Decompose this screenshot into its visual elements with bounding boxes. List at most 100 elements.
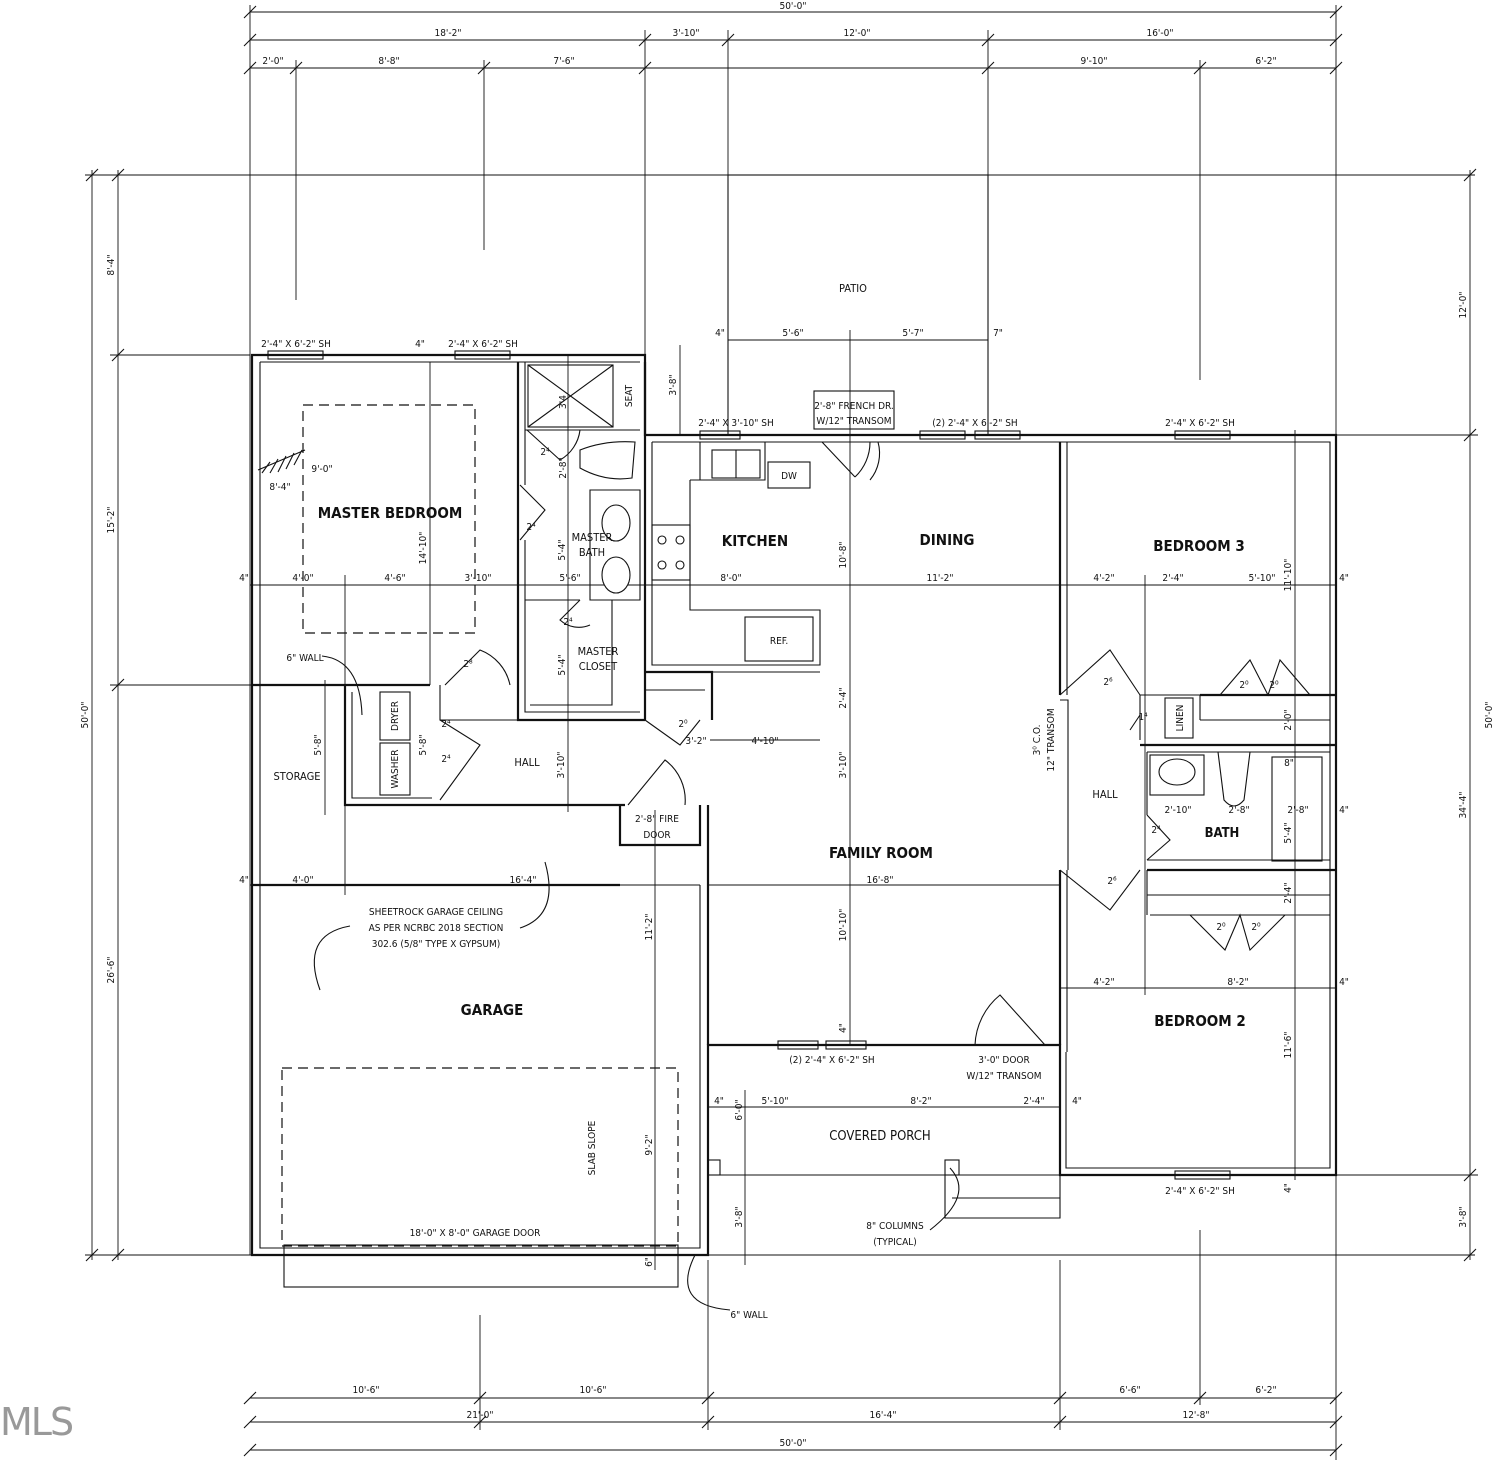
label-kitchen: KITCHEN (722, 532, 788, 550)
dim-row1-4: 4" (239, 573, 249, 584)
garage-door-tracks (281, 1067, 679, 1247)
window-dining: (2) 2'-4" X 6'-2" SH (932, 418, 1017, 429)
fire-door-2: DOOR (643, 830, 670, 841)
window-mb-2: 2'-4" X 6'-2" SH (448, 339, 518, 350)
dim-row1-4-0: 4'-0" (292, 573, 313, 584)
leader-lines (313, 655, 960, 1311)
dim-row2-16-4: 16'-4" (509, 875, 536, 886)
dim-hall-4-10: 4'-10" (751, 736, 778, 747)
dishwasher-box (767, 461, 811, 489)
slab-slope: SLAB SLOPE (587, 1120, 598, 1175)
dim-bot-10-6a: 10'-6" (352, 1385, 379, 1396)
dim-hall-3-2: 3'-2" (685, 736, 706, 747)
dim-porch-4a: 4" (714, 1096, 724, 1107)
dim-porch-4b: 4" (1072, 1096, 1082, 1107)
sheetrock-note-1: SHEETROCK GARAGE CEILING (369, 907, 503, 918)
dim-bath-5-4b: 5'-4" (557, 654, 568, 675)
dim-row1-4-r: 4" (1339, 573, 1349, 584)
dimension-labels: 50'-0" 18'-2" 3'-10" 12'-0" 16'-0" 2'-0"… (80, 1, 1495, 1449)
french-door-1: 2'-8" FRENCH DR. (814, 401, 894, 412)
dim-top-12-0: 12'-0" (843, 28, 870, 39)
co-note-1: 3⁰ C.O. (1032, 725, 1043, 756)
label-dw: DW (781, 471, 797, 482)
dim-left-50-0: 50'-0" (80, 701, 91, 728)
dim-rh-5-4: 5'-4" (1283, 822, 1294, 843)
bath-tub (1271, 756, 1323, 862)
washer-box (379, 742, 411, 796)
label-covered-porch: COVERED PORCH (829, 1129, 930, 1144)
dim-bot-50-0: 50'-0" (779, 1438, 806, 1449)
dim-rh-8: 8" (1284, 758, 1294, 769)
dim-hall-2-8: 2⁸ (463, 659, 473, 670)
dim-hall-5-8b: 5'-8" (418, 734, 429, 755)
dim-b2-4b: 4" (1283, 1183, 1294, 1193)
dim-top-9-10: 9'-10" (1080, 56, 1107, 67)
dim-porch-3-8: 3'-8" (734, 1206, 745, 1227)
dim-right-3-8: 3'-8" (1458, 1206, 1469, 1227)
master-bath-sink-1 (601, 504, 631, 542)
dim-top-18-2: 18'-2" (434, 28, 461, 39)
dim-patio-4: 4" (715, 328, 725, 339)
dim-rh-2-0e: 2⁰ (1251, 922, 1261, 933)
dim-bot-21-0: 21'-0" (466, 1410, 493, 1421)
dim-overall-top: 50'-0" (779, 1, 806, 12)
dim-bath-2-4: 2⁴ (540, 447, 550, 458)
dim-b2-4-2: 4'-2" (1093, 977, 1114, 988)
label-dining: DINING (920, 531, 975, 549)
dim-top-6-2: 6'-2" (1255, 56, 1276, 67)
master-shower (527, 364, 614, 428)
garage-door-note: 18'-0" X 8'-0" GARAGE DOOR (410, 1228, 541, 1239)
dim-left-15-2: 15'-2" (106, 506, 117, 533)
master-bedroom-tray (302, 404, 476, 634)
dim-top-16-0: 16'-0" (1146, 28, 1173, 39)
dim-bot-6-2: 6'-2" (1255, 1385, 1276, 1396)
window-kitchen: 2'-4" X 3'-10" SH (698, 418, 774, 429)
dim-v-4-a: 4" (415, 339, 425, 350)
sheetrock-note-2: AS PER NCRBC 2018 SECTION (369, 923, 504, 934)
dim-porch-6-0: 6'-0" (734, 1099, 745, 1120)
dim-patio-7: 7" (993, 328, 1003, 339)
dim-bot-6-6: 6'-6" (1119, 1385, 1140, 1396)
right-ticks (1463, 168, 1477, 1262)
doors (439, 429, 1311, 1046)
label-linen: LINEN (1175, 705, 1186, 732)
dim-rh-2-6b: 2⁶ (1107, 876, 1117, 887)
interior-walls (252, 362, 1336, 1219)
wall-6-top: 6" WALL (286, 653, 323, 664)
porch-column-right (944, 1159, 960, 1176)
label-hall-right: HALL (1092, 788, 1118, 801)
dim-right-12-0: 12'-0" (1458, 291, 1469, 318)
linen-closet (1164, 697, 1194, 739)
dim-right-50-0: 50'-0" (1484, 701, 1495, 728)
front-door-1: 3'-0" DOOR (978, 1055, 1030, 1066)
dim-cl-2-4b: 2⁴ (563, 617, 573, 628)
french-door-2: W/12" TRANSOM (816, 416, 891, 427)
dim-porch-8-2: 8'-2" (910, 1096, 931, 1107)
dim-hall-2-4c: 2'-4" (838, 687, 849, 708)
label-storage: STORAGE (273, 770, 320, 783)
master-bath-toilet (579, 441, 636, 480)
dim-hall-2-0: 2⁰ (678, 719, 688, 730)
dim-bot-16-4: 16'-4" (869, 1410, 896, 1421)
dim-hall-3-10: 3'-10" (556, 751, 567, 778)
columns-note-1: 8" COLUMNS (866, 1221, 924, 1232)
dim-b3-11-10: 11'-10" (1283, 559, 1294, 592)
dim-bath-5-4a: 5'-4" (557, 539, 568, 560)
dim-top-7-6: 7'-6" (553, 56, 574, 67)
label-bath: BATH (1205, 826, 1240, 841)
dim-g-11-2: 11'-2" (644, 913, 655, 940)
dim-bot-10-6b: 10'-6" (579, 1385, 606, 1396)
dim-cl-2-4a: 2⁴ (526, 522, 536, 533)
porch-column-left (707, 1159, 721, 1176)
dim-top-2-0: 2'-0" (262, 56, 283, 67)
fixture-labels: SEAT DW REF. DRYER WASHER LINEN (390, 384, 1186, 788)
dim-b2-4: 4" (1339, 977, 1349, 988)
dim-rh-2-4b: 2'-4" (1283, 882, 1294, 903)
dim-row1-2-4: 2'-4" (1162, 573, 1183, 584)
dim-rh-2-4: 2⁴ (1151, 825, 1161, 836)
dim-top-3-10: 3'-10" (672, 28, 699, 39)
dim-rh-2-8b: 2'-8" (1287, 805, 1308, 816)
dim-rh-2-0c: 2'-0" (1283, 709, 1294, 730)
note-labels: 2'-4" X 6'-2" SH 2'-4" X 6'-2" SH 2'-4" … (261, 339, 1235, 1321)
